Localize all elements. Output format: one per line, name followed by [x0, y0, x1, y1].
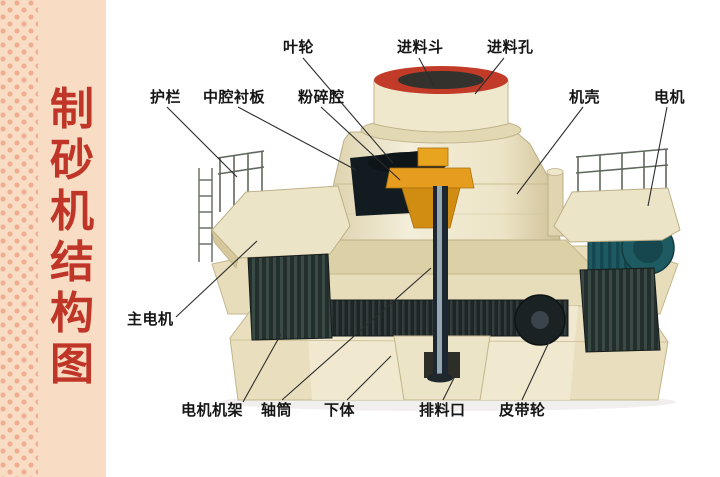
title-char: 机	[50, 187, 94, 236]
leader-impeller	[302, 57, 394, 164]
label-discharge-port: 排料口	[419, 402, 466, 419]
dots-pattern	[0, 0, 38, 477]
leader-guardrail	[166, 106, 238, 178]
leader-belt-pulley	[521, 341, 550, 401]
leader-shaft-tube	[281, 267, 432, 401]
label-motor-frame: 电机机架	[181, 402, 244, 419]
shaft-collar	[427, 373, 453, 383]
leader-feed-inlet	[474, 57, 505, 95]
crushing-chamber-top	[417, 147, 449, 167]
label-crushing-chamber: 粉碎腔	[298, 89, 345, 106]
machine-illustration	[198, 66, 681, 411]
side-pipe-top	[546, 168, 564, 176]
left-banner: 制 砂 机 结 构 图	[0, 0, 106, 477]
shaft-tube-highlight	[437, 186, 442, 378]
left-guardrail	[217, 150, 265, 212]
main-motor	[211, 185, 351, 269]
title-char: 制	[50, 85, 94, 134]
leader-crushing-chamber	[320, 106, 401, 181]
leader-chamber-liner	[237, 106, 357, 171]
feed-inlet-shape	[398, 71, 484, 89]
motor-frame-left	[247, 253, 333, 341]
leader-casing	[516, 106, 584, 195]
leader-discharge-port	[442, 371, 458, 401]
label-feed-hopper: 进料斗	[397, 39, 444, 56]
belt-pulley-hub	[531, 311, 549, 329]
label-guardrail: 护栏	[150, 89, 182, 106]
label-chamber-liner: 中腔衬板	[203, 89, 266, 106]
title-char: 结	[50, 238, 94, 287]
crushing-chamber-plate	[385, 167, 475, 189]
leader-motor	[647, 106, 668, 207]
motor-frame-right	[579, 267, 661, 353]
label-feed-inlet: 进料孔	[487, 39, 534, 56]
title-char: 构	[50, 289, 94, 338]
label-motor: 电机	[654, 89, 686, 106]
leader-feed-hopper	[418, 57, 435, 87]
label-belt-pulley: 皮带轮	[499, 402, 546, 419]
leader-lines	[166, 57, 668, 403]
feed-hopper-shape	[373, 79, 509, 133]
vertical-title: 制 砂 机 结 构 图	[38, 88, 106, 387]
label-impeller: 叶轮	[283, 39, 315, 56]
label-main-motor: 主电机	[127, 311, 174, 328]
label-lower-body: 下体	[324, 402, 356, 419]
leader-main-motor	[175, 240, 258, 318]
leader-motor-frame	[242, 333, 282, 403]
leader-lower-body	[346, 355, 392, 401]
title-char: 砂	[50, 136, 94, 185]
side-ladder	[198, 168, 213, 262]
label-shaft-tube: 轴筒	[261, 402, 293, 419]
title-char: 图	[50, 340, 94, 389]
label-casing: 机壳	[569, 89, 601, 106]
right-guardrail	[575, 148, 669, 214]
